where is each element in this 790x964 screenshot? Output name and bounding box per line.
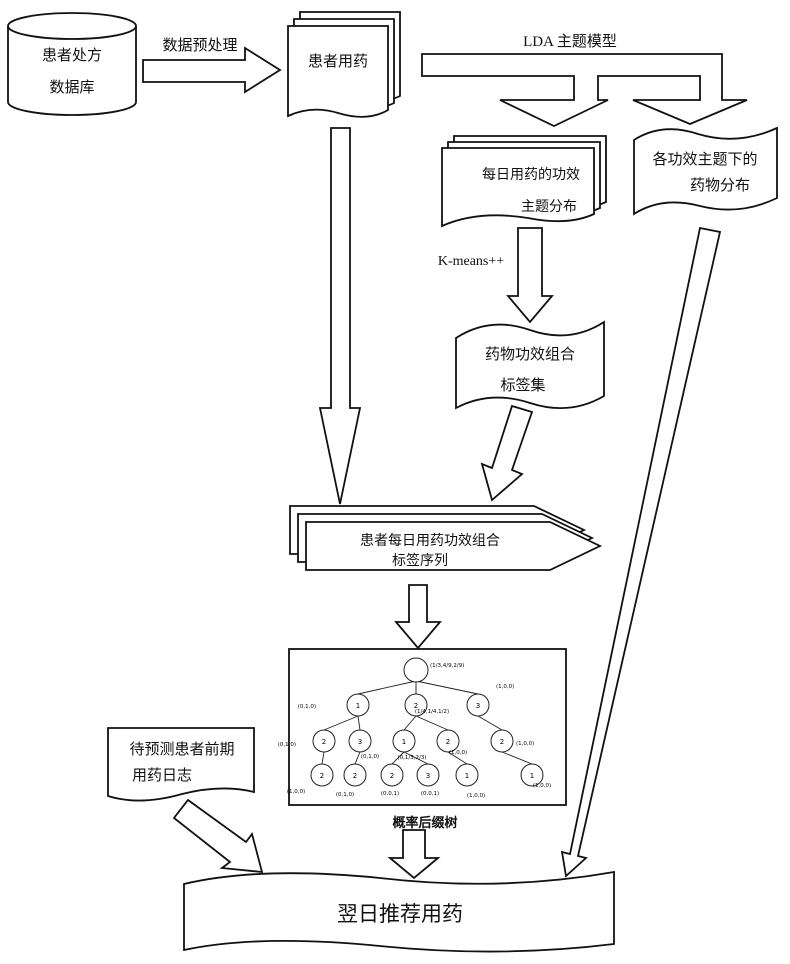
lda-label: LDA 主题模型 — [500, 30, 640, 51]
effect-label-set-line1: 药物功效组合 — [470, 343, 590, 364]
tree-node-label: 1 — [356, 702, 360, 710]
tree-node-probability: (1/3,4/9,2/9) — [430, 663, 464, 669]
kmeans-arrow — [508, 228, 552, 322]
prior-log-line2: 用药日志 — [112, 764, 212, 785]
tree-node-label: 3 — [476, 702, 480, 710]
effect-label-set-document — [456, 322, 604, 408]
prior-log-to-recommend-arrow — [174, 800, 262, 872]
daily-effect-topic-line1: 每日用药的功效 — [466, 164, 596, 184]
tree-node-label: 1 — [402, 738, 406, 746]
preprocess-label: 数据预处理 — [150, 34, 250, 55]
tree-node-probability: (1,0,0) — [287, 789, 305, 795]
effect-topic-drugs-document — [634, 128, 777, 214]
database-label-line2: 数据库 — [22, 76, 122, 97]
tree-node-label: 2 — [500, 738, 504, 746]
label-set-to-sequence-arrow — [482, 406, 532, 500]
tree-node-probability: (0,1/3,2/3) — [398, 755, 427, 761]
tree-node-probability: (1/4,1/4,1/2) — [415, 709, 449, 715]
daily-label-sequence-line1: 患者每日用药功效组合 — [330, 530, 530, 550]
effect-topic-drugs-line1: 各功效主题下的 — [636, 148, 774, 169]
tree-node-label: 2 — [390, 772, 394, 780]
tree-node-probability: (0,1,0) — [336, 792, 354, 798]
tree-node-probability: (0,1,0) — [278, 742, 296, 748]
tree-node-probability: (0,1,0) — [361, 754, 379, 760]
patient-meds-to-sequence-arrow — [320, 128, 360, 504]
kmeans-label: K-means++ — [426, 254, 516, 270]
sequence-to-tree-arrow — [396, 585, 440, 648]
prior-log-line1: 待预测患者前期 — [112, 738, 252, 759]
tree-node-probability: (1,0,0) — [533, 783, 551, 789]
recommend-label: 翌日推荐用药 — [300, 898, 500, 928]
daily-label-sequence-line2: 标签序列 — [350, 550, 490, 570]
tree-node-probability: (1,0,0) — [516, 741, 534, 747]
tree-node-probability: (1,0,0) — [467, 793, 485, 799]
daily-effect-topic-line2: 主题分布 — [494, 196, 604, 216]
database-label-line1: 患者处方 — [22, 44, 122, 65]
tree-node-label: 3 — [358, 738, 362, 746]
tree-node — [404, 658, 428, 682]
tree-node-label: 1 — [465, 772, 469, 780]
tree-node-label: 2 — [446, 738, 450, 746]
tree-node-probability: (0,0,1) — [381, 791, 399, 797]
tree-node-label: 2 — [353, 772, 357, 780]
tree-node-probability: (1,0,0) — [496, 684, 514, 690]
tree-node-probability: (1,0,0) — [449, 750, 467, 756]
tree-node-label: 3 — [426, 772, 430, 780]
lda-arrow — [422, 54, 747, 126]
patient-meds-label: 患者用药 — [288, 50, 388, 71]
tree-node-probability: (0,0,1) — [421, 791, 439, 797]
tree-caption: 概率后缀树 — [370, 812, 480, 831]
tree-node-probability: (0,1,0) — [298, 704, 316, 710]
effect-topic-drugs-line2: 药物分布 — [660, 174, 780, 195]
tree-to-recommend-arrow — [390, 830, 438, 878]
tree-node-label: 2 — [322, 738, 326, 746]
tree-node-label: 2 — [320, 772, 324, 780]
effect-label-set-line2: 标签集 — [478, 374, 568, 395]
tree-node-label: 1 — [530, 772, 534, 780]
